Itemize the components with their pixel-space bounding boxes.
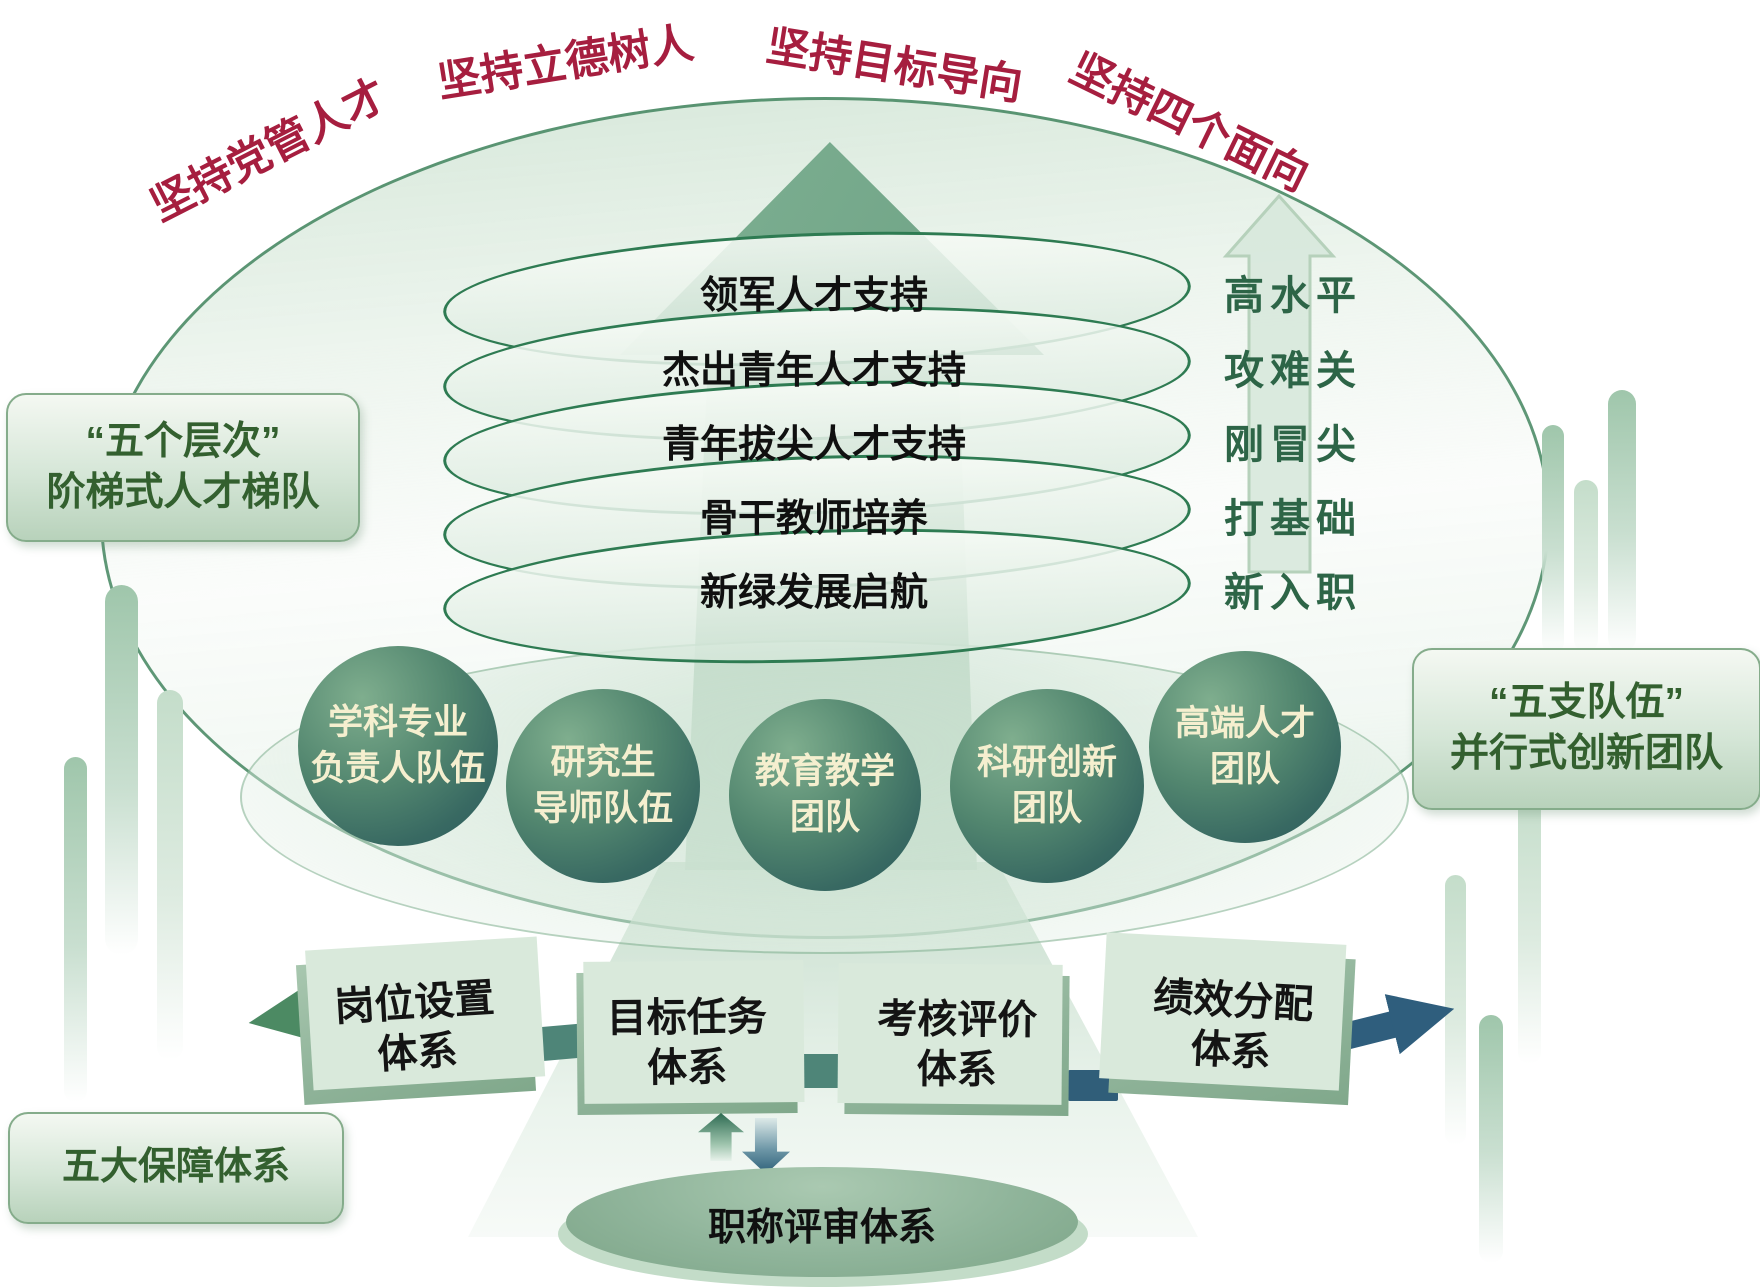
pyramid-level-label: 领军人才支持	[699, 275, 928, 317]
system-box-line1: 岗位设置	[333, 976, 496, 1030]
right-streak-2	[1574, 480, 1598, 652]
left-streak-3	[64, 757, 87, 1102]
bottom-right-streak-3	[1518, 788, 1541, 1064]
system-box-line2: 体系	[647, 1045, 728, 1091]
team-circle-line1: 教育教学	[754, 751, 895, 791]
team-circle-line1: 科研创新	[976, 742, 1117, 782]
principle-label-2: 坚持立德树人	[434, 19, 697, 107]
review-label: 职称评审体系	[707, 1207, 936, 1249]
pyramid-level-tag: 刚冒尖	[1224, 422, 1362, 467]
pyramid-level-label: 青年拔尖人才支持	[661, 424, 966, 466]
team-circle-line1: 高端人才	[1174, 703, 1315, 743]
bottom-right-streak-1	[1445, 875, 1466, 1145]
system-box-position: 岗位设置 体系	[295, 951, 537, 1105]
up-outline-arrow-icon	[1222, 193, 1337, 574]
system-box-line1: 目标任务	[606, 995, 767, 1041]
right-streak-3	[1608, 390, 1636, 652]
review-ellipse	[566, 1167, 1078, 1277]
team-circle-teaching: 教育教学 团队	[729, 699, 921, 891]
system-box-performance: 绩效分配 体系	[1108, 946, 1356, 1106]
system-box-line1: 考核评价	[877, 997, 1038, 1043]
pyramid-level-label: 新绿发展启航	[699, 572, 928, 614]
pyramid-level-tag: 攻难关	[1224, 348, 1362, 393]
left-streak-2	[157, 690, 183, 1060]
team-circle-line2: 负责人队伍	[310, 749, 486, 788]
pyramid-level-label: 骨干教师培养	[699, 498, 928, 540]
support-systems-box: 五大保障体系	[8, 1112, 344, 1224]
team-circle-research: 科研创新 团队	[950, 689, 1144, 883]
team-circle-line1: 研究生	[550, 742, 656, 782]
team-circle-line2: 导师队伍	[532, 789, 673, 828]
team-circle-line2: 团队	[1011, 789, 1082, 828]
system-box-line2: 体系	[376, 1028, 459, 1078]
system-box-target: 目标任务 体系	[576, 971, 798, 1115]
five-levels-line1: “五个层次”	[85, 419, 281, 463]
pyramid-level-tag: 打基础	[1224, 496, 1362, 541]
pyramid-level-tag: 高水平	[1224, 273, 1362, 318]
pyramid-level-tag: 新入职	[1224, 570, 1362, 615]
five-teams-line1: “五支队伍”	[1488, 681, 1684, 725]
system-box-evaluation: 考核评价 体系	[844, 974, 1070, 1116]
support-systems-label: 五大保障体系	[61, 1146, 290, 1189]
right-streak-1	[1542, 425, 1564, 653]
team-circle-highend: 高端人才 团队	[1149, 651, 1341, 843]
team-circle-discipline-leaders: 学科专业 负责人队伍	[298, 646, 498, 846]
team-circle-line2: 团队	[789, 798, 860, 837]
pyramid-level-label: 杰出青年人才支持	[661, 350, 966, 392]
team-circle-grad-supervisors: 研究生 导师队伍	[506, 689, 700, 883]
five-teams-line2: 并行式创新团队	[1449, 732, 1723, 775]
bottom-right-streak-2	[1479, 1015, 1503, 1263]
five-levels-line2: 阶梯式人才梯队	[46, 470, 320, 514]
five-levels-box: “五个层次” 阶梯式人才梯队	[6, 393, 360, 542]
five-teams-box: “五支队伍” 并行式创新团队	[1412, 648, 1760, 810]
team-circle-line2: 团队	[1209, 750, 1280, 789]
left-streak-1	[105, 585, 138, 955]
system-box-line1: 绩效分配	[1152, 974, 1315, 1028]
team-circle-line1: 学科专业	[327, 702, 468, 742]
system-box-line2: 体系	[1189, 1026, 1272, 1076]
system-box-line2: 体系	[916, 1047, 997, 1093]
